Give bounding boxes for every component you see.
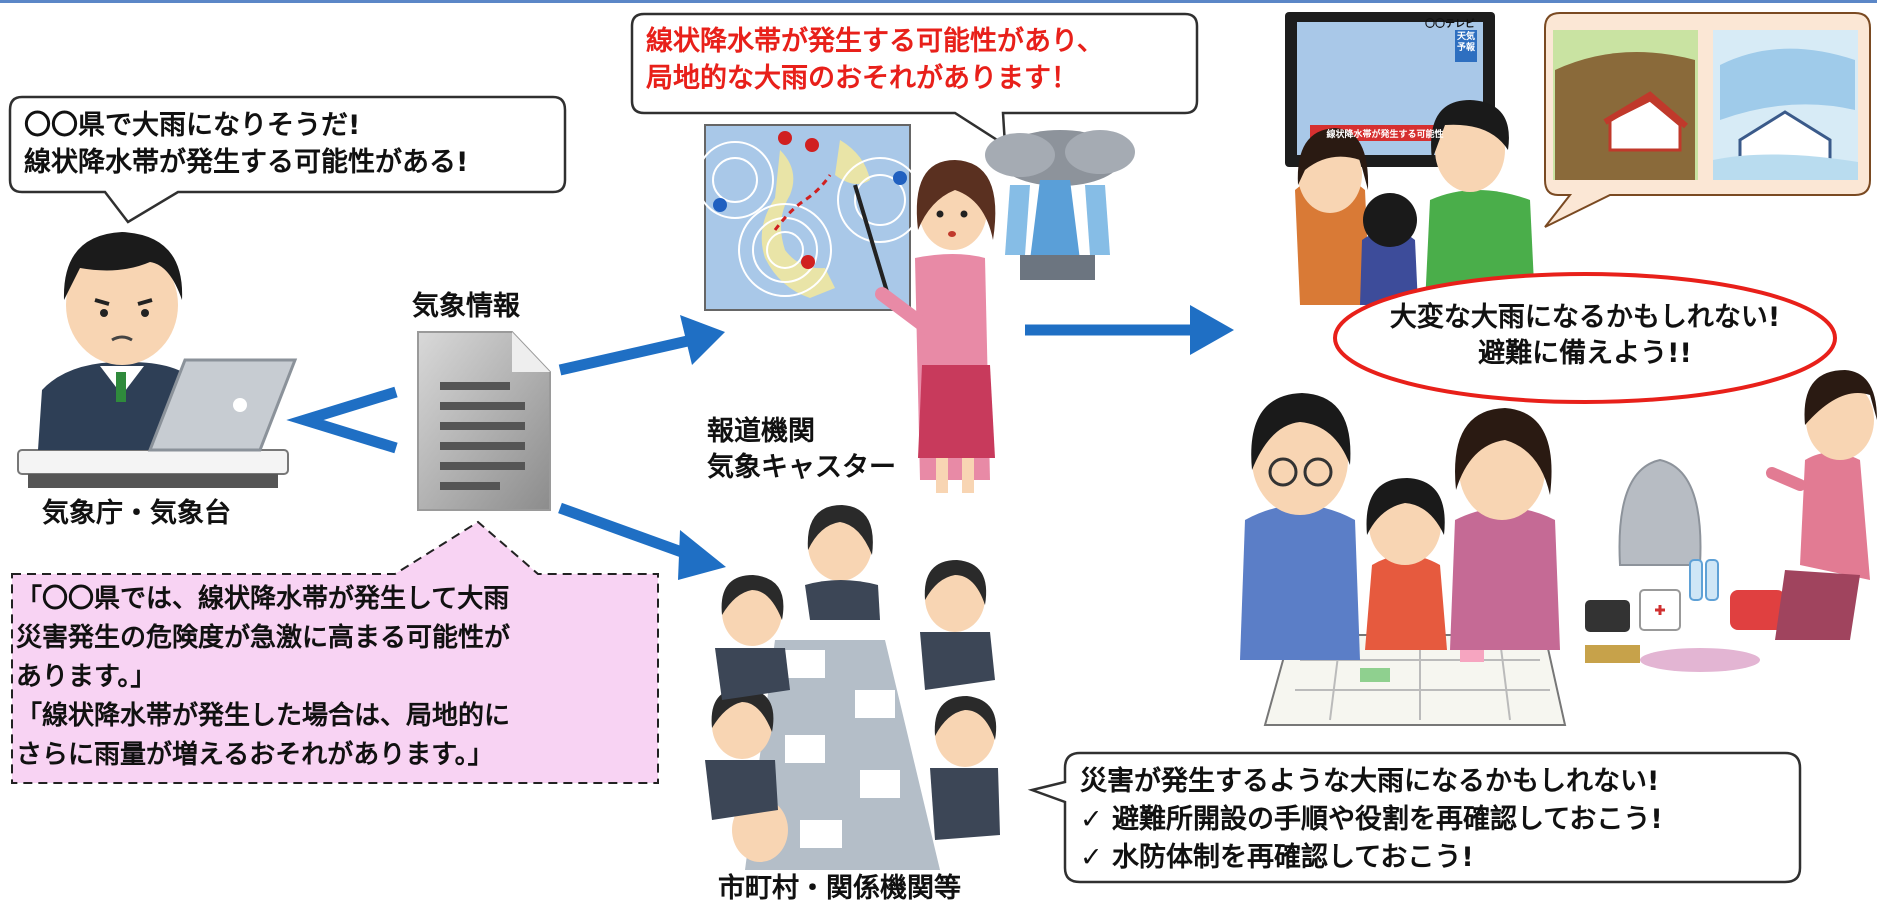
family-speech-text: 大変な大雨になるかもしれない! 避難に備えよう!! xyxy=(1389,302,1781,369)
jma-speech-bubble xyxy=(8,95,567,224)
jma-officer-illustration xyxy=(17,232,298,488)
municipality-speech-bubble xyxy=(1027,751,1802,884)
weather-caster-illustration xyxy=(853,160,996,493)
info-note-text: 「〇〇県では、線状降水帯が発生して大雨 災害発生の危険度が急激に高まる可能性が … xyxy=(16,584,511,770)
flood-icon xyxy=(1713,30,1858,180)
rain-cloud-icon xyxy=(985,130,1135,280)
weather-info-label: 気象情報 xyxy=(412,291,520,322)
tv-program-label: 天気 予報 xyxy=(1456,32,1475,53)
emergency-supplies-icon xyxy=(1585,370,1877,672)
family-alert-ellipse xyxy=(1333,272,1837,404)
family-tv-illustration xyxy=(1285,12,1535,305)
municipality-label: 市町村・関係機関等 xyxy=(718,873,961,904)
info-note-bubble xyxy=(11,520,659,784)
caster-speech-text: 線状降水帯が発生する可能性があり、 局地的な大雨のおそれがあります！ xyxy=(646,26,1104,94)
weather-map-icon xyxy=(696,124,923,311)
jma-speech-text: 〇〇県で大雨になりそうだ! 線状降水帯が発生する可能性がある! xyxy=(24,110,469,178)
tv-caption-text: 線状降水帯が発生する可能性 xyxy=(1326,128,1443,140)
landslide-icon xyxy=(1553,30,1698,180)
jma-label: 気象庁・気象台 xyxy=(42,498,231,529)
municipality-meeting-illustration xyxy=(705,505,1000,870)
media-label: 報道機関 気象キャスター xyxy=(707,416,896,483)
municipality-speech-text: 災害が発生するような大雨になるかもしれない! ✓ 避難所開設の手順や役割を再確認… xyxy=(1080,766,1663,873)
hazard-thought-bubble xyxy=(1544,12,1871,228)
top-rule xyxy=(0,0,1877,3)
family-map-illustration xyxy=(1240,393,1567,726)
tv-channel-text: 〇〇テレビ xyxy=(1425,17,1475,30)
flow-arrows xyxy=(286,305,1234,580)
document-icon xyxy=(417,331,551,511)
caster-speech-bubble xyxy=(630,12,1199,148)
